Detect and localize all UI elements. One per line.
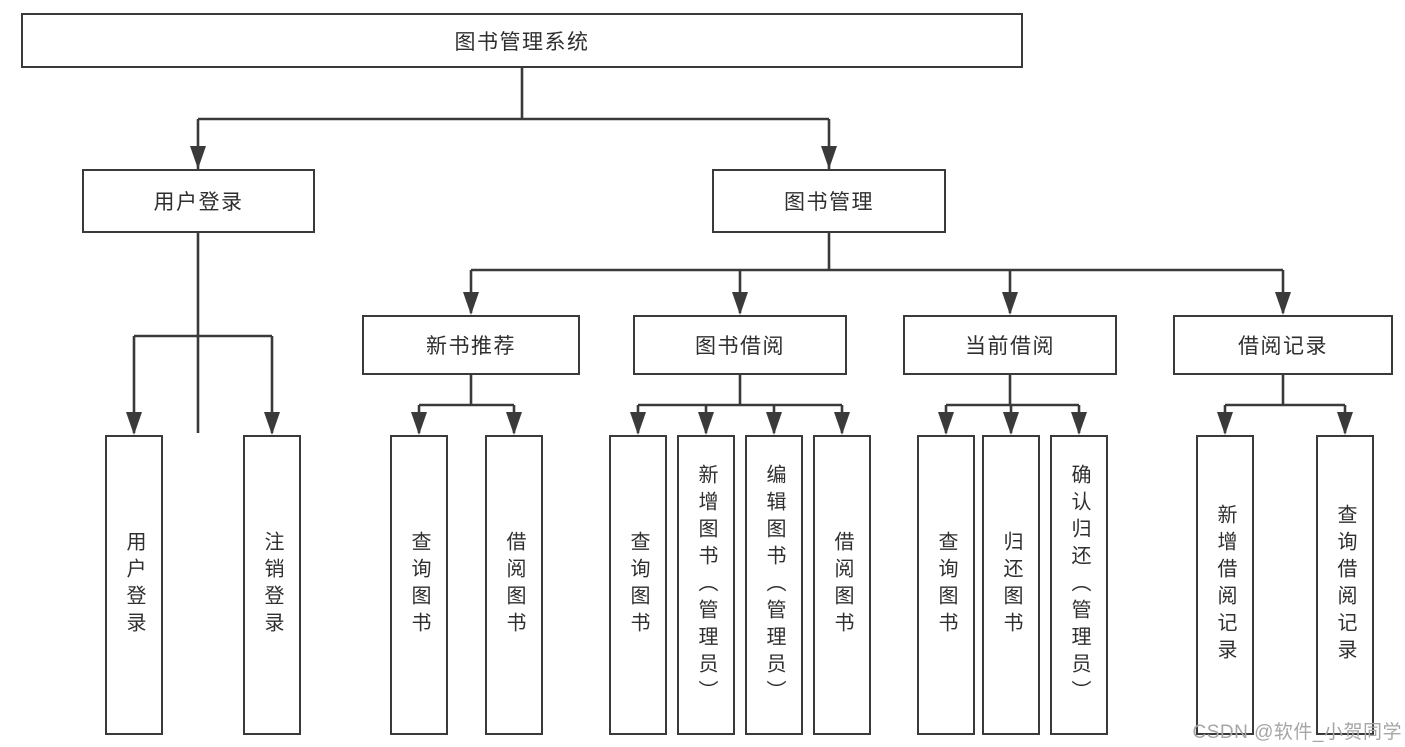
leaf-query-books-1-label: 查询图书 [408, 531, 430, 639]
leaf-return-books: 归还图书 [982, 435, 1040, 735]
leaf-borrow-books-1: 借阅图书 [485, 435, 543, 735]
node-new-book-recommend-label: 新书推荐 [426, 335, 516, 358]
node-book-borrowing: 图书借阅 [633, 315, 847, 375]
leaf-query-borrow-record-label: 查询借阅记录 [1334, 504, 1356, 666]
node-book-management: 图书管理 [712, 169, 946, 233]
node-current-borrowing-label: 当前借阅 [965, 335, 1055, 358]
leaf-confirm-return-admin: 确认归还（管理员） [1050, 435, 1108, 735]
node-root: 图书管理系统 [21, 13, 1023, 68]
leaf-borrow-books-2-label: 借阅图书 [831, 531, 853, 639]
leaf-logout: 注销登录 [243, 435, 301, 735]
leaf-borrow-books-2: 借阅图书 [813, 435, 871, 735]
leaf-return-books-label: 归还图书 [1000, 531, 1022, 639]
connector-path [132, 68, 1347, 433]
leaf-add-books-admin: 新增图书（管理员） [677, 435, 735, 735]
leaf-borrow-books-1-label: 借阅图书 [503, 531, 525, 639]
leaf-edit-books-admin: 编辑图书（管理员） [745, 435, 803, 735]
leaf-add-borrow-record-label: 新增借阅记录 [1214, 504, 1236, 666]
leaf-add-borrow-record: 新增借阅记录 [1196, 435, 1254, 735]
leaf-logout-label: 注销登录 [261, 531, 283, 639]
leaf-query-books-1: 查询图书 [390, 435, 448, 735]
leaf-query-books-3-label: 查询图书 [935, 531, 957, 639]
leaf-user-login: 用户登录 [105, 435, 163, 735]
node-current-borrowing: 当前借阅 [903, 315, 1117, 375]
leaf-query-books-3: 查询图书 [917, 435, 975, 735]
leaf-edit-books-admin-label: 编辑图书（管理员） [763, 463, 785, 707]
leaf-query-books-2: 查询图书 [609, 435, 667, 735]
leaf-query-books-2-label: 查询图书 [627, 531, 649, 639]
node-user-login: 用户登录 [82, 169, 315, 233]
leaf-confirm-return-admin-label: 确认归还（管理员） [1068, 463, 1090, 707]
leaf-add-books-admin-label: 新增图书（管理员） [695, 463, 717, 707]
node-user-login-label: 用户登录 [153, 191, 244, 214]
node-borrowing-records: 借阅记录 [1173, 315, 1393, 375]
node-borrowing-records-label: 借阅记录 [1238, 335, 1328, 358]
node-book-borrowing-label: 图书借阅 [695, 335, 785, 358]
watermark: CSDN @软件_小贺同学 [1192, 722, 1402, 743]
node-root-label: 图书管理系统 [454, 30, 590, 54]
node-book-management-label: 图书管理 [784, 191, 874, 214]
leaf-user-login-label: 用户登录 [123, 531, 145, 639]
leaf-query-borrow-record: 查询借阅记录 [1316, 435, 1374, 735]
node-new-book-recommend: 新书推荐 [362, 315, 580, 375]
arrowheads [126, 146, 1353, 435]
